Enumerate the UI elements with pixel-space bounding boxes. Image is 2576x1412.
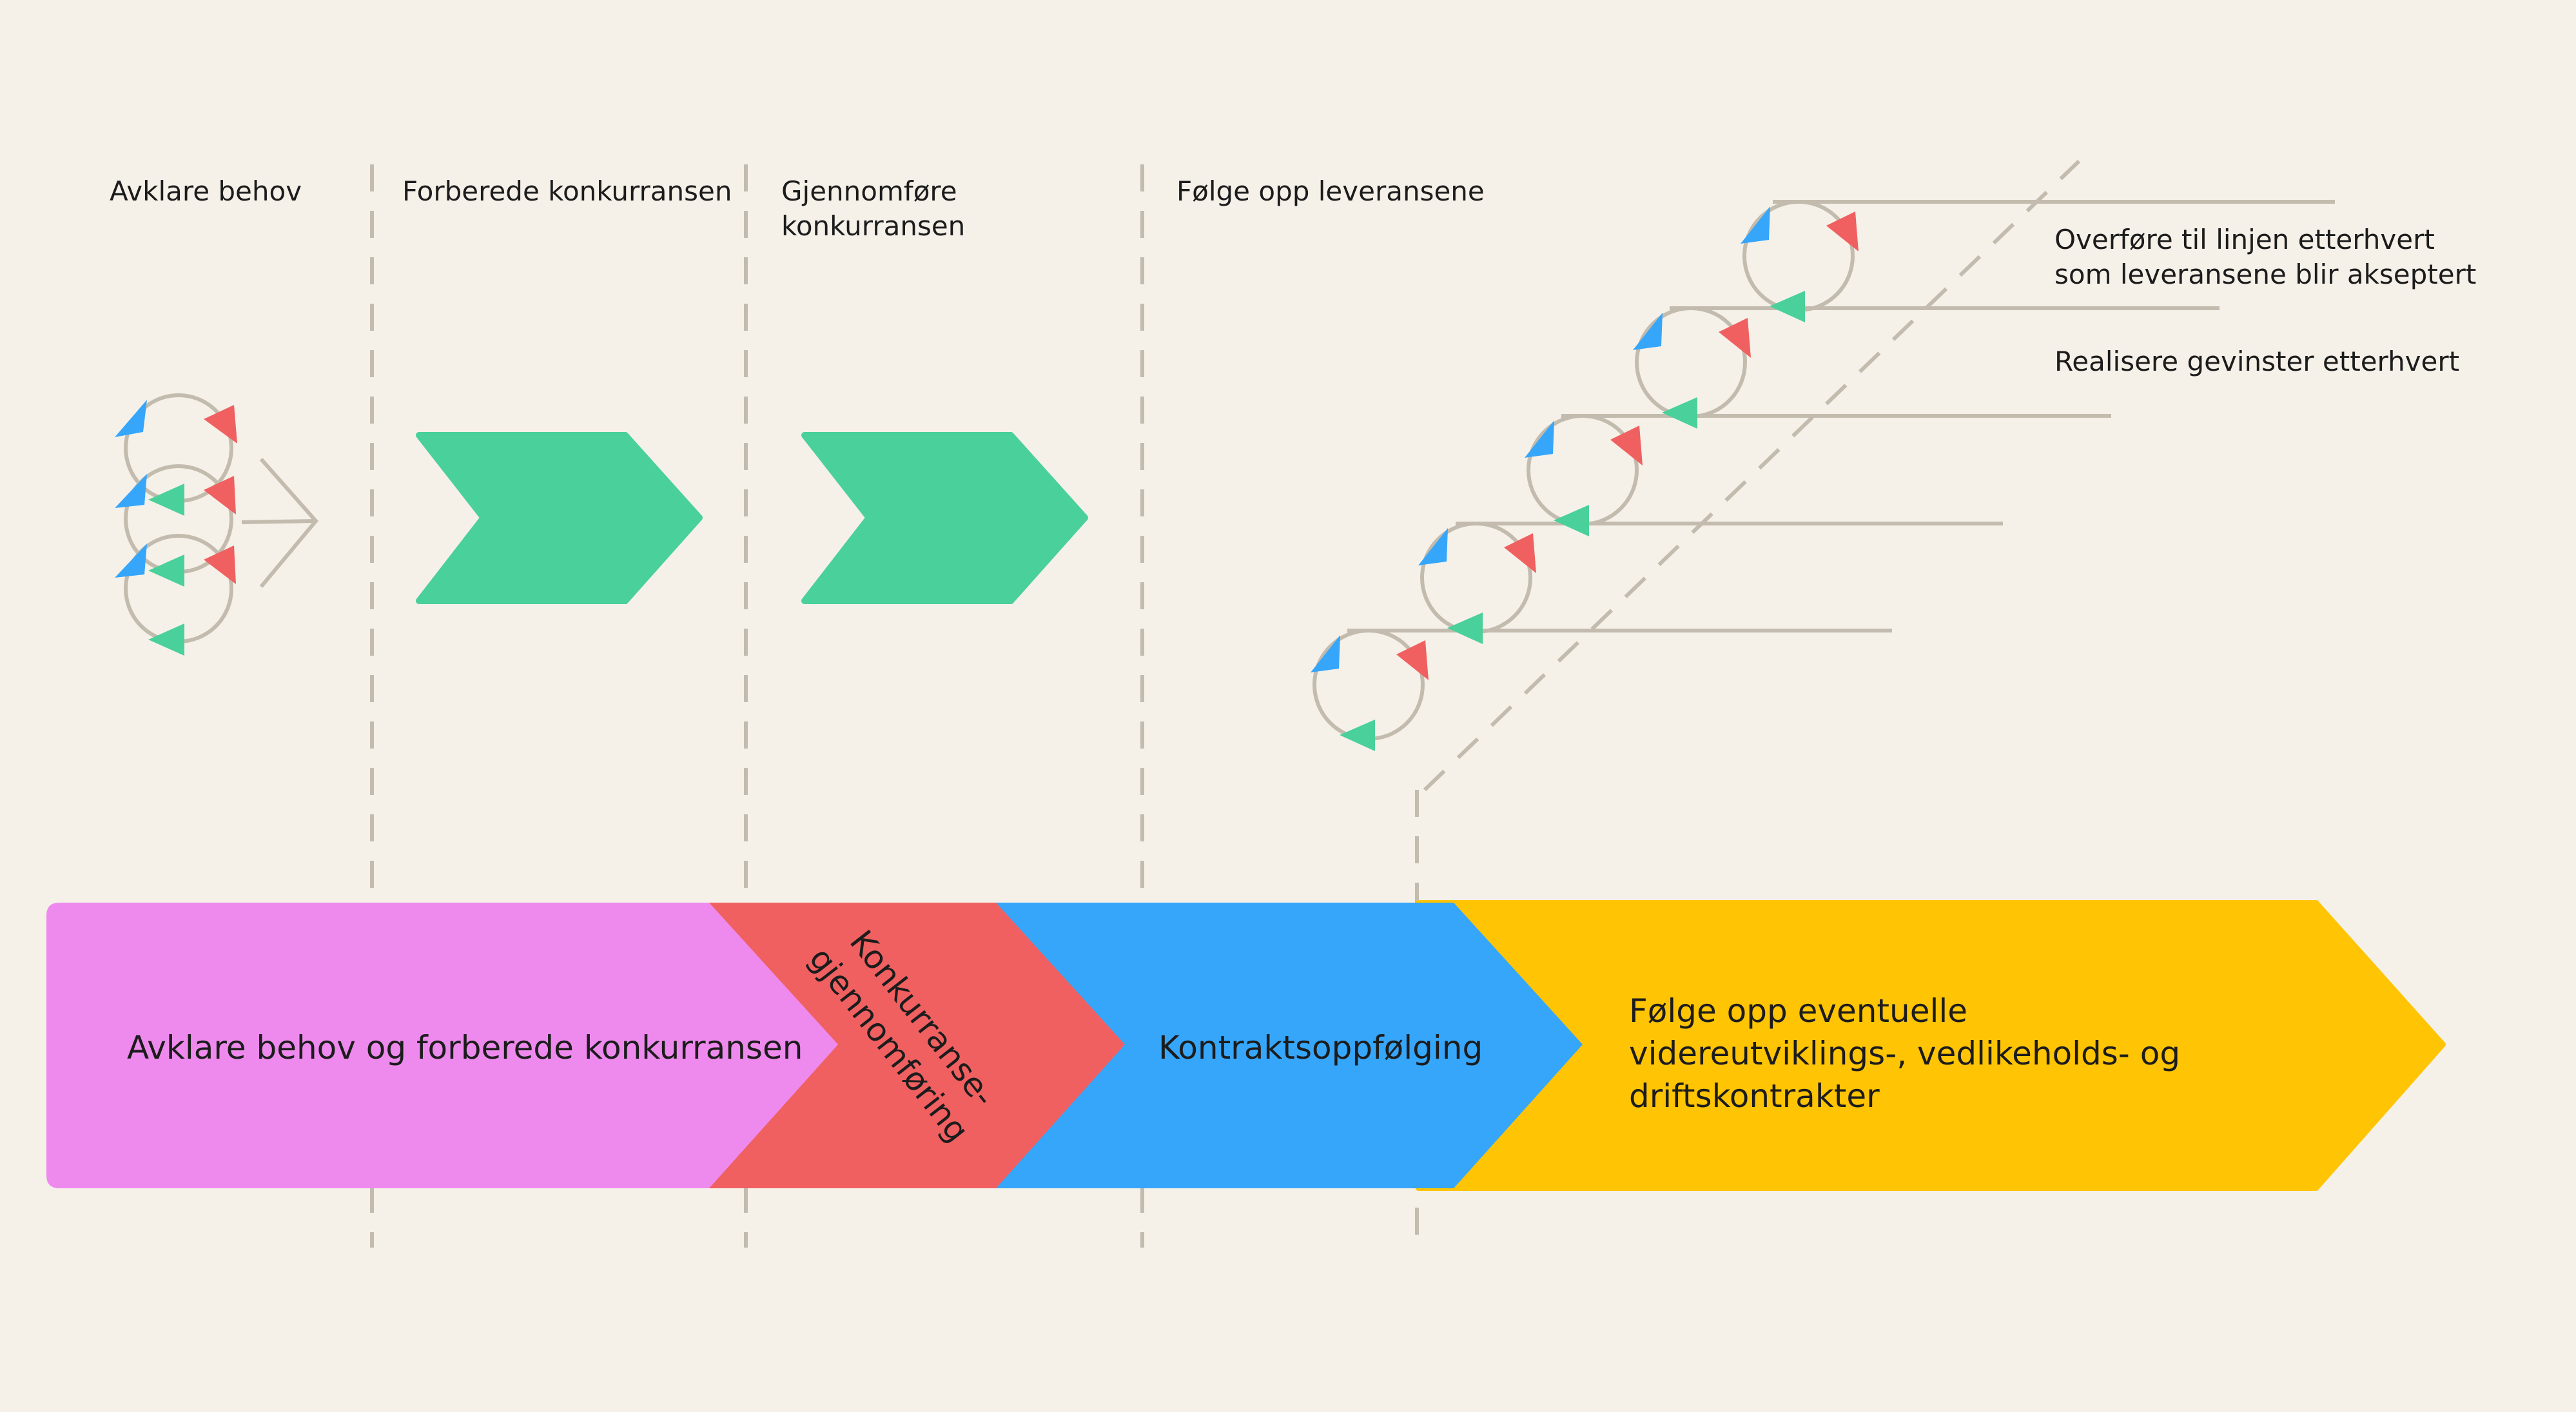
bar-segment-avklare xyxy=(46,903,838,1188)
phase-heading-gjennomfore-line2: konkurransen xyxy=(781,210,966,242)
phase-heading-folge: Følge opp leveransene xyxy=(1176,175,1485,207)
red-arrow-icon xyxy=(204,405,237,444)
blue-arrow-icon xyxy=(115,400,147,437)
green-arrow-icon xyxy=(148,623,184,656)
bar-label-drift-line2: videreutviklings-, vedlikeholds- og xyxy=(1629,1035,2181,1072)
chevron-forberede-icon xyxy=(416,432,703,604)
chevron-gjennomfore-icon xyxy=(801,432,1088,604)
blue-arrow-icon xyxy=(1741,206,1770,244)
blue-arrow-icon xyxy=(1311,635,1340,672)
red-arrow-icon xyxy=(1504,533,1536,573)
red-arrow-icon xyxy=(204,476,236,515)
green-arrow-icon xyxy=(1662,397,1697,429)
red-arrow-icon xyxy=(1719,318,1751,358)
blue-arrow-icon xyxy=(115,474,147,508)
bar-label-drift-line3: driftskontrakter xyxy=(1629,1077,1880,1115)
note-realisere: Realisere gevinster etterhvert xyxy=(2054,346,2460,377)
diagonal-divider xyxy=(1423,159,2081,792)
red-arrow-icon xyxy=(204,545,236,584)
green-arrow-icon xyxy=(1770,291,1805,322)
blue-arrow-icon xyxy=(115,544,147,578)
bar-segment-konkurranse xyxy=(677,903,1125,1188)
bar-segment-kontrakt xyxy=(967,903,1583,1188)
phase-heading-forberede: Forberede konkurransen xyxy=(402,175,732,207)
delivery-arrows xyxy=(1311,206,1859,751)
note-overfore-line2: som leveransene blir akseptert xyxy=(2054,259,2477,290)
green-arrow-icon xyxy=(148,554,184,587)
red-arrow-icon xyxy=(1826,211,1859,251)
bar-segment-drift xyxy=(1416,900,2446,1191)
green-arrow-icon xyxy=(1447,613,1483,644)
red-arrow-icon xyxy=(1396,640,1429,680)
blue-arrow-icon xyxy=(1418,528,1448,565)
red-arrow-icon xyxy=(1610,426,1643,466)
merge-line xyxy=(241,519,317,524)
cycle-arrows xyxy=(115,400,237,656)
discovery-cycles xyxy=(115,393,318,656)
phase-heading-gjennomfore-line1: Gjennomføre xyxy=(781,175,957,207)
green-arrow-icon xyxy=(1554,505,1589,536)
bar-label-avklare: Avklare behov og forberede konkurransen xyxy=(127,1029,803,1066)
green-arrow-icon xyxy=(148,484,184,516)
phase-heading-avklare: Avklare behov xyxy=(110,175,302,207)
blue-arrow-icon xyxy=(1633,313,1663,350)
green-arrow-icon xyxy=(1340,720,1375,751)
bar-label-kontrakt: Kontraktsoppfølging xyxy=(1158,1029,1483,1066)
blue-arrow-icon xyxy=(1525,420,1554,458)
bar-label-drift-line1: Følge opp eventuelle xyxy=(1629,992,1967,1030)
process-bar xyxy=(46,900,2446,1191)
delivery-cycles xyxy=(1311,200,2335,751)
note-overfore-line1: Overføre til linjen etterhvert xyxy=(2054,224,2435,255)
